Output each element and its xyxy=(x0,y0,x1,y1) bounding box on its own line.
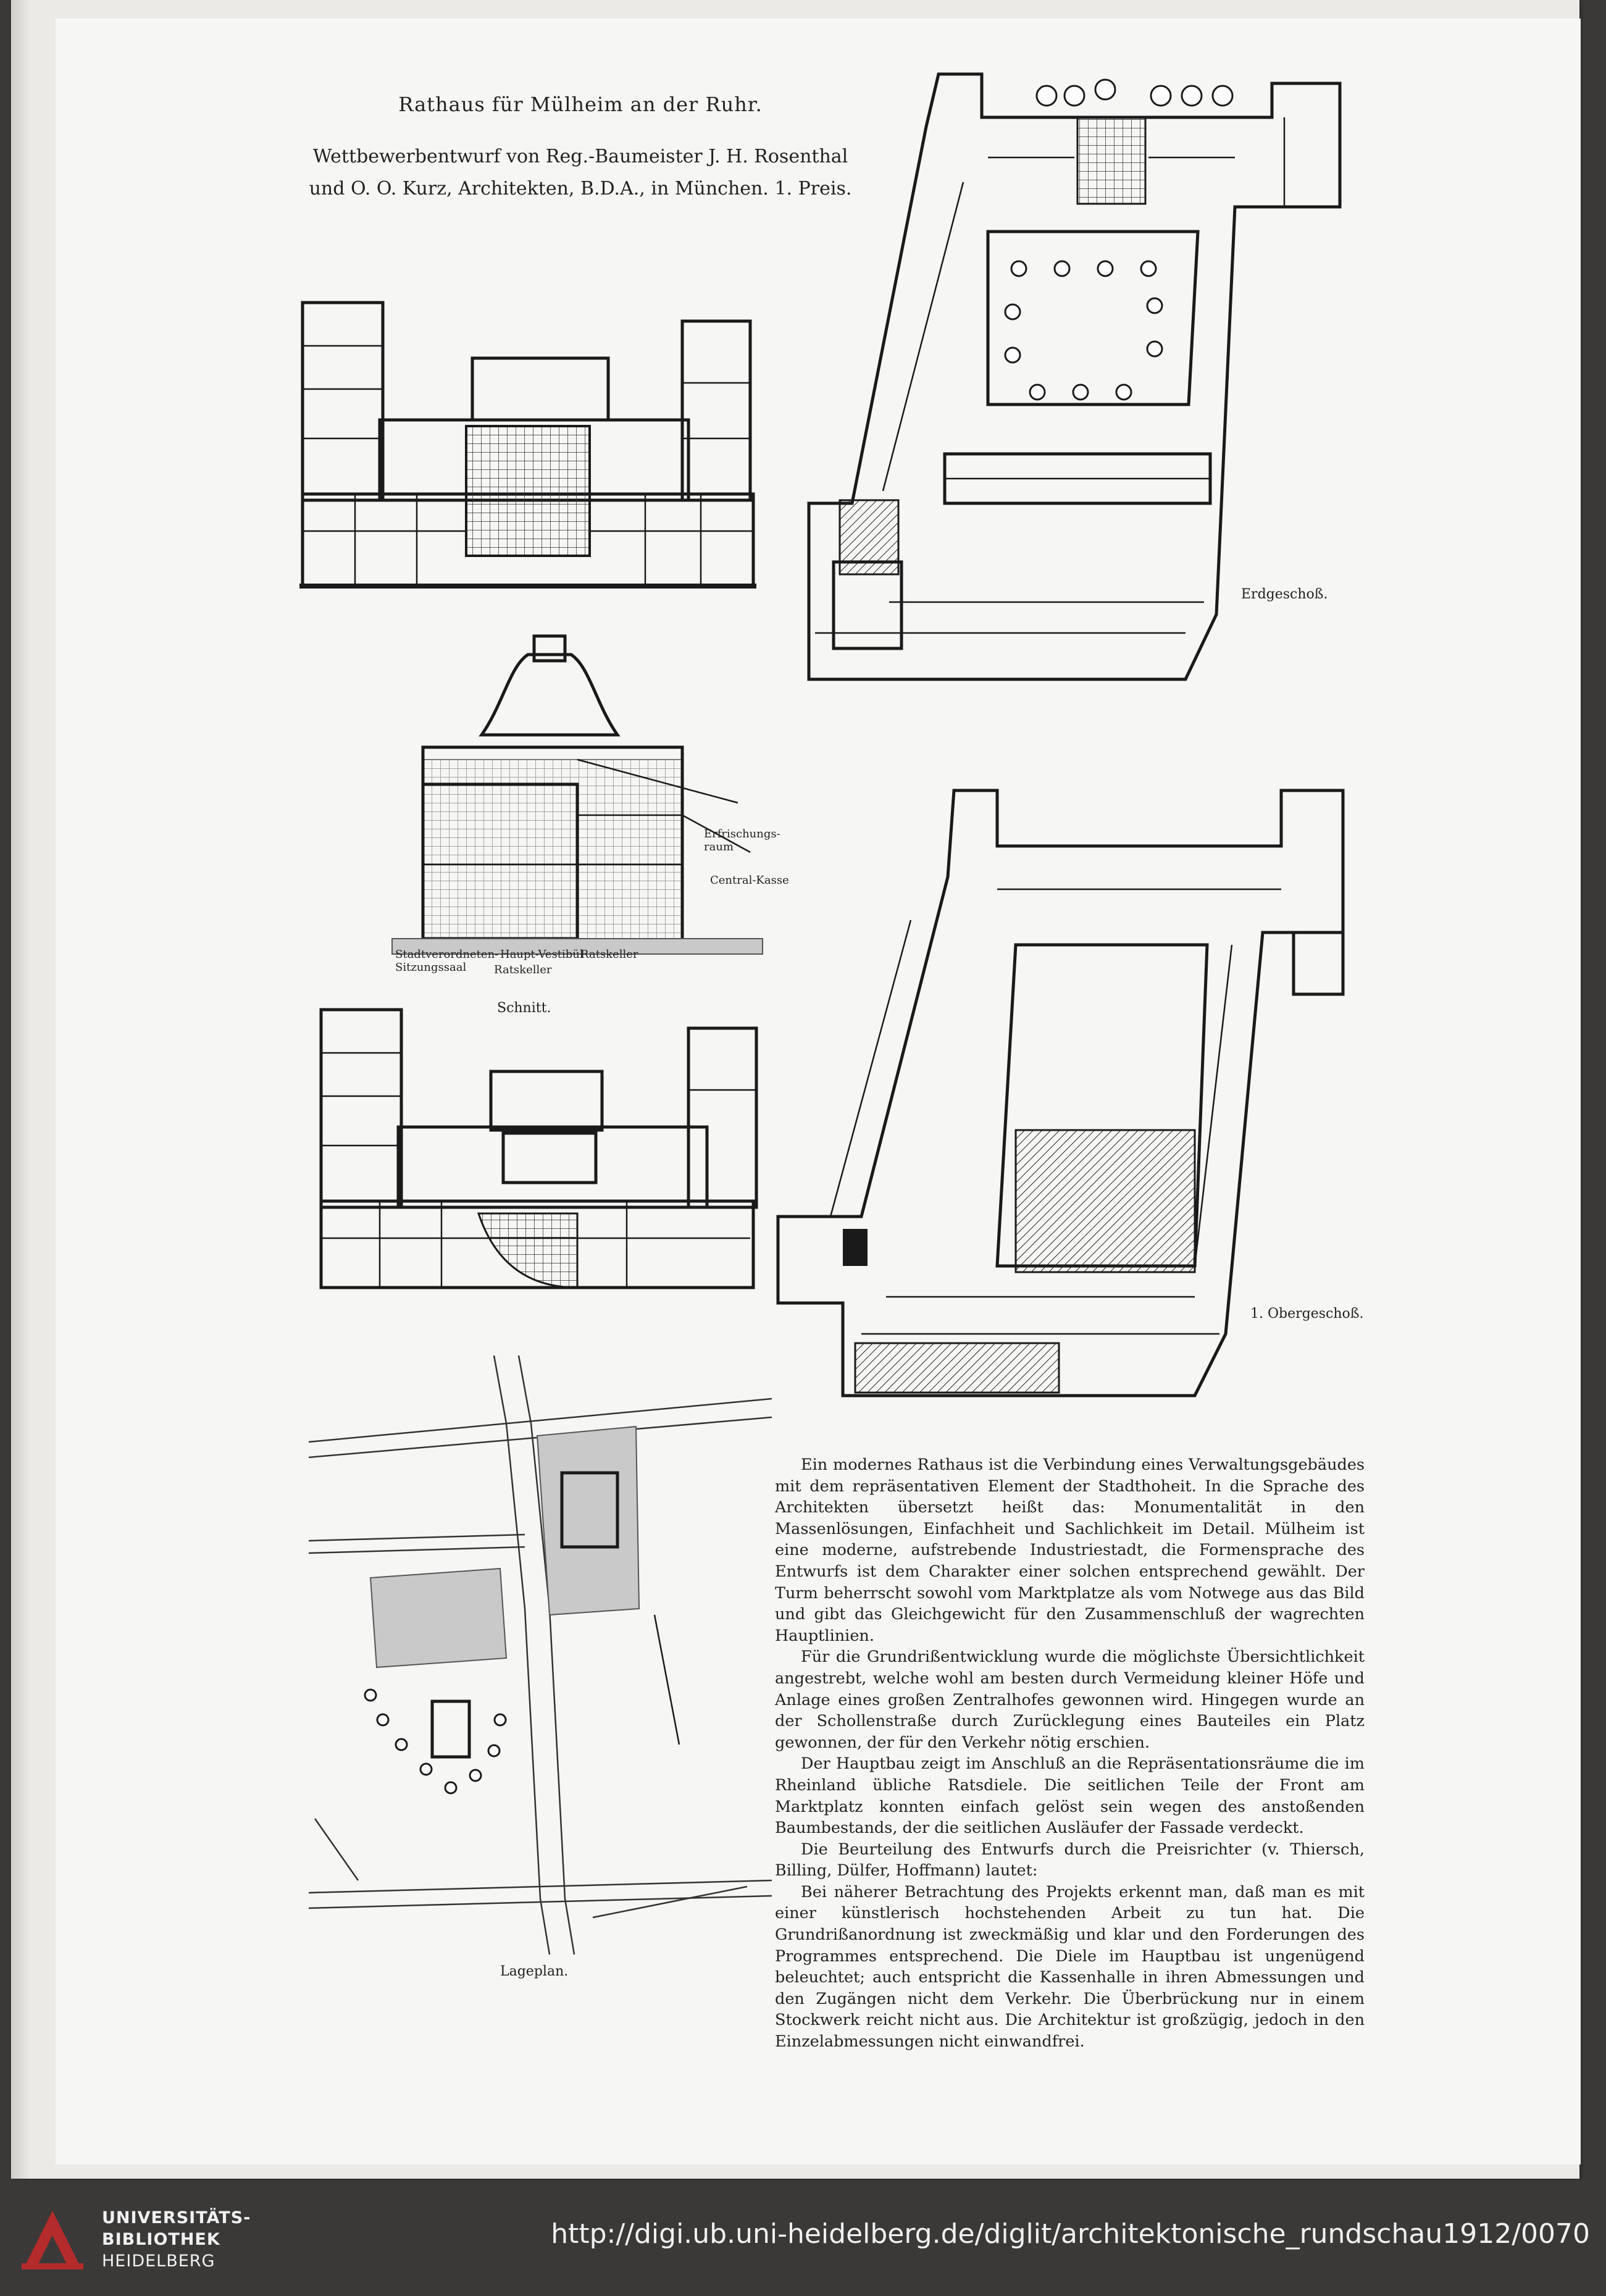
section-label-ratskeller-2: Ratskeller xyxy=(494,963,552,976)
title-block: Rathaus für Mülheim an der Ruhr. Wettbew… xyxy=(309,93,852,205)
ground-floor-plan-right xyxy=(807,72,1342,681)
courtyard-columns xyxy=(1004,260,1163,401)
library-logo-icon xyxy=(22,2211,83,2269)
caption-schnitt: Schnitt. xyxy=(497,1000,551,1016)
ground-floor-plan-left xyxy=(299,301,756,589)
subtitle-line-2: und O. O. Kurz, Architekten, B.D.A., in … xyxy=(309,178,852,199)
paragraph-1: Ein modernes Rathaus ist die Verbindung … xyxy=(775,1456,1365,1645)
section-drawing xyxy=(391,634,763,955)
page-gutter xyxy=(12,0,30,2179)
section-label-sitzungssaal: Stadtverordneten-Sitzungssaal xyxy=(395,948,499,974)
site-trees xyxy=(364,1688,507,1795)
subtitle-line-1: Wettbewerbentwurf von Reg.-Baumeister J.… xyxy=(312,146,848,167)
paragraph-5: Bei näherer Betrachtung des Projekts erk… xyxy=(775,1882,1365,2051)
library-name: UNIVERSITÄTS- BIBLIOTHEK HEIDELBERG xyxy=(102,2207,251,2272)
paragraph-3: Der Hauptbau zeigt im Anschluß an die Re… xyxy=(775,1754,1365,1838)
library-name-line-2: BIBLIOTHEK xyxy=(102,2230,220,2249)
top-columns xyxy=(1035,78,1234,107)
source-url-link[interactable]: http://digi.ub.uni-heidelberg.de/diglit/… xyxy=(551,2218,1590,2250)
caption-erdgeschoss: Erdgeschoß. xyxy=(1241,587,1328,602)
paragraph-4: Die Beurteilung des Entwurfs durch die P… xyxy=(775,1840,1365,1880)
caption-obergeschoss: 1. Obergeschoß. xyxy=(1250,1306,1364,1322)
existing-building-footprint xyxy=(369,1567,508,1669)
scanned-page xyxy=(11,0,1581,2179)
article-text: Ein modernes Rathaus ist die Verbindung … xyxy=(775,1454,1365,2053)
paragraph-2: Für die Grundrißentwicklung wurde die mö… xyxy=(775,1648,1365,1752)
section-label-kasse: Central-Kasse xyxy=(710,874,789,887)
site-plan xyxy=(308,1355,772,1955)
library-name-line-1: UNIVERSITÄTS- xyxy=(102,2208,251,2227)
page-title: Rathaus für Mülheim an der Ruhr. xyxy=(398,93,763,116)
section-label-erfrischung: Erfrischungs-raum xyxy=(704,827,780,853)
town-hall-footprint xyxy=(536,1425,640,1616)
upper-floor-plan-right xyxy=(776,789,1345,1397)
caption-lageplan: Lageplan. xyxy=(500,1964,569,1979)
page-surface xyxy=(56,19,1581,2164)
section-label-ratskeller: Ratskeller xyxy=(580,948,638,961)
library-name-line-3: HEIDELBERG xyxy=(102,2252,215,2271)
footer-bar: UNIVERSITÄTS- BIBLIOTHEK HEIDELBERG http… xyxy=(0,2180,1606,2296)
upper-floor-plan-left xyxy=(319,1008,758,1289)
section-label-vestibuel: Haupt-Vestibül xyxy=(500,948,583,961)
